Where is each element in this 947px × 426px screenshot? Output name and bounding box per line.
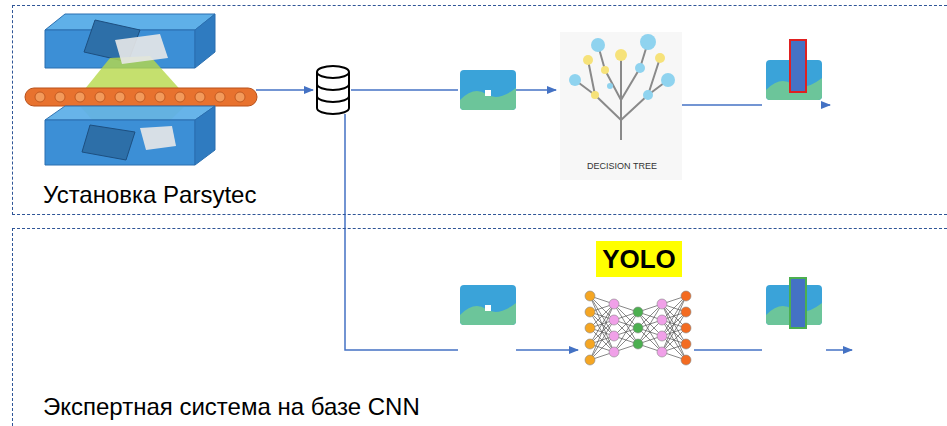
node-text: Установка Parsytec bbox=[43, 181, 256, 209]
result-icon bbox=[766, 40, 822, 100]
node-text: DECISION TREE bbox=[587, 161, 657, 171]
node-text: YOLO bbox=[602, 244, 676, 275]
region-band: Экспертная система на базе CNN YOLO bbox=[12, 228, 947, 426]
flow-arrows bbox=[256, 90, 852, 350]
region-band: Установка Parsytec DECISION TREE bbox=[12, 5, 947, 215]
parsytec-machine bbox=[25, 14, 257, 165]
decision-tree-picture bbox=[560, 32, 682, 180]
image-icon bbox=[460, 285, 516, 325]
decision-tree-box: DECISION TREE bbox=[561, 33, 683, 181]
image-icon bbox=[460, 70, 516, 110]
result-icon bbox=[766, 278, 822, 328]
neural-network-picture bbox=[585, 291, 691, 365]
database-icon bbox=[317, 66, 349, 114]
node-text: Экспертная система на базе CNN bbox=[43, 393, 420, 421]
yolo-label: YOLO bbox=[596, 241, 682, 277]
